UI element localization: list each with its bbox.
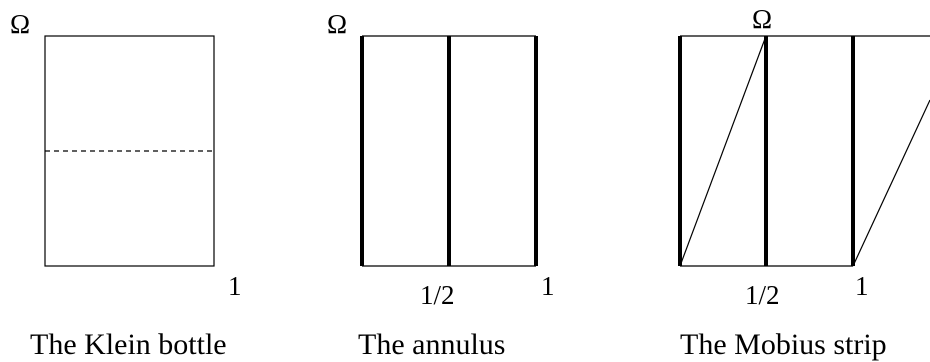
mobius-diagonal-left — [679, 35, 767, 267]
mobius-omega-label: Ω — [752, 4, 772, 34]
mobius-tick-half: 1/2 — [745, 280, 780, 310]
klein-tick-one: 1 — [228, 271, 242, 301]
annulus-tick-half: 1/2 — [420, 280, 455, 310]
mobius-strip-panel: Ω 1/2 1 The Mobius strip — [678, 4, 930, 361]
mobius-tick-one: 1 — [855, 271, 869, 301]
klein-bottle-panel: Ω 1 The Klein bottle — [10, 9, 242, 361]
mobius-diagonal-right — [852, 99, 930, 267]
annulus-omega-label: Ω — [327, 9, 347, 39]
annulus-panel: Ω 1/2 1 The annulus — [327, 9, 555, 361]
klein-caption: The Klein bottle — [30, 328, 227, 361]
annulus-caption: The annulus — [358, 328, 505, 361]
mobius-caption: The Mobius strip — [680, 328, 887, 361]
annulus-tick-one: 1 — [541, 271, 555, 301]
klein-omega-label: Ω — [10, 9, 30, 39]
